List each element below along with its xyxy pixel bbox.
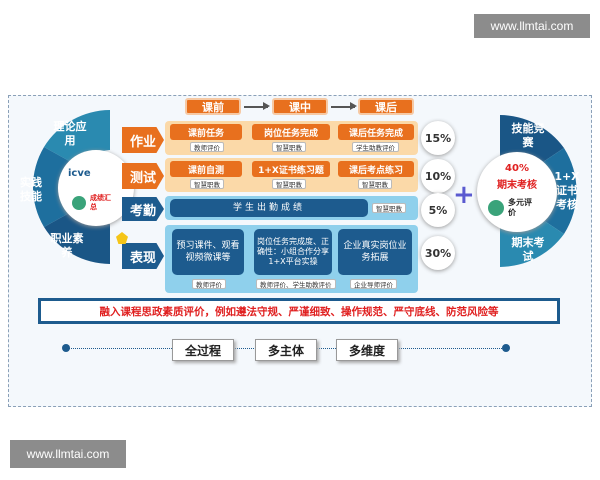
cell: 学生出勤成绩 bbox=[170, 199, 368, 217]
multi-eval: 多元评价 bbox=[508, 198, 532, 217]
cell: 企业真实岗位业务拓展 bbox=[338, 229, 412, 275]
chart-icon bbox=[488, 200, 504, 216]
cell-tag: 智慧职教 bbox=[372, 203, 406, 213]
pillar-multi-subject: 多主体 bbox=[255, 339, 317, 361]
ring-skill-contest: 技能竞赛 bbox=[511, 122, 545, 149]
percent-homework: 15% bbox=[421, 121, 455, 155]
chart-icon bbox=[72, 196, 86, 210]
final-title: 期末考核 bbox=[497, 180, 537, 191]
cell: 课前自测 bbox=[170, 161, 242, 177]
ring-practice: 实践技能 bbox=[20, 176, 42, 203]
ring-profession: 职业素养 bbox=[50, 232, 84, 259]
dot bbox=[62, 344, 70, 352]
plus-icon: + bbox=[453, 180, 475, 210]
cell-tag: 智慧职教 bbox=[358, 179, 392, 189]
center-circle bbox=[58, 150, 134, 226]
final-assessment-circle bbox=[477, 152, 557, 232]
arrow-icon bbox=[331, 103, 357, 109]
cell-tag: 智慧职教 bbox=[272, 142, 306, 152]
cell-tag: 教师评价 bbox=[190, 142, 224, 152]
percent-performance: 30% bbox=[421, 236, 455, 270]
cell-tag: 企业导师评价 bbox=[350, 279, 397, 289]
final-percent: 40% bbox=[505, 163, 529, 174]
cell-tag: 智慧职教 bbox=[272, 179, 306, 189]
watermark-top: www.llmtai.com bbox=[474, 14, 590, 38]
stage-before: 课前 bbox=[185, 98, 241, 115]
category-test: 测试 bbox=[122, 163, 164, 189]
cell-tag: 教师评价、学生助教评价 bbox=[256, 279, 336, 289]
dot bbox=[502, 344, 510, 352]
category-performance: 表现 bbox=[122, 243, 164, 269]
summary-label: 成绩汇总 bbox=[90, 194, 111, 211]
category-homework: 作业 bbox=[122, 127, 164, 153]
cell-tag: 教师评价 bbox=[192, 279, 226, 289]
percent-attendance: 5% bbox=[421, 193, 455, 227]
ring-certificate: 1+X证书考核 bbox=[554, 170, 580, 211]
cell: 预习课件、观看视频微课等 bbox=[172, 229, 244, 275]
cell: 课后考点练习 bbox=[338, 161, 414, 177]
cell: 1+X证书练习题 bbox=[252, 161, 330, 177]
cell: 课后任务完成 bbox=[338, 124, 414, 140]
ring-theory: 理论应用 bbox=[53, 120, 87, 147]
cell: 岗位任务完成 bbox=[252, 124, 330, 140]
cell-tag: 学生助教评价 bbox=[352, 142, 399, 152]
cell: 课前任务 bbox=[170, 124, 242, 140]
icve-logo: icve bbox=[68, 168, 91, 179]
watermark-bottom: www.llmtai.com bbox=[10, 440, 126, 468]
star-icon bbox=[116, 232, 128, 244]
percent-test: 10% bbox=[421, 159, 455, 193]
arrow-icon bbox=[244, 103, 270, 109]
stage-after: 课后 bbox=[358, 98, 414, 115]
pillar-multi-dimension: 多维度 bbox=[336, 339, 398, 361]
cell-tag: 智慧职教 bbox=[190, 179, 224, 189]
ring-final-exam: 期末考试 bbox=[511, 236, 545, 263]
stage-during: 课中 bbox=[272, 98, 328, 115]
ideology-banner: 融入课程思政素质评价，例如遵法守规、严谨细致、操作规范、严守底线、防范风险等 bbox=[38, 298, 560, 324]
pillar-whole-process: 全过程 bbox=[172, 339, 234, 361]
cell: 岗位任务完成度、正确性：小组合作分享 1+X平台实操 bbox=[254, 229, 332, 275]
category-attendance: 考勤 bbox=[122, 197, 164, 221]
